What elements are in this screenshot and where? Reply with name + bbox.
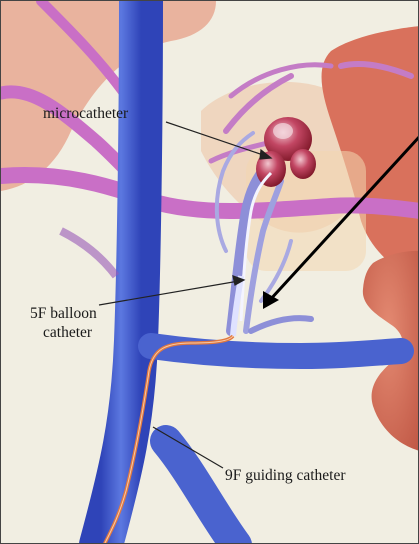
balloon-catheter-label-line1: 5F balloon	[30, 305, 97, 322]
guiding-catheter-label: 9F guiding catheter	[225, 467, 346, 484]
microcatheter-label: microcatheter	[43, 105, 128, 122]
balloon-catheter-label-line2: catheter	[43, 324, 92, 341]
